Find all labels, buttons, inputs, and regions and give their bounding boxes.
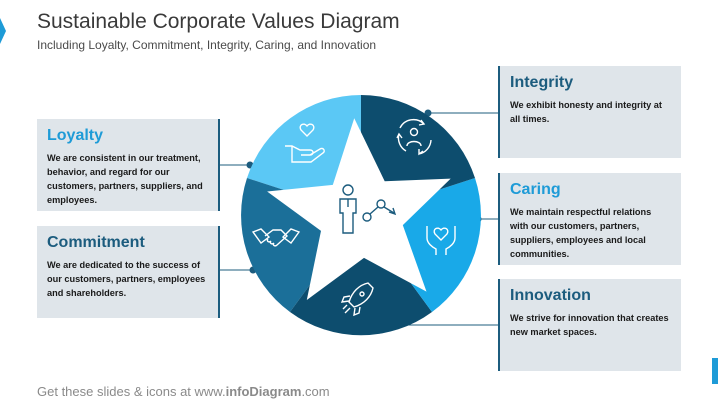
page-subtitle: Including Loyalty, Commitment, Integrity…: [37, 38, 377, 52]
slide-accent-tab: [0, 18, 6, 44]
value-title-innovation: Innovation: [510, 287, 591, 304]
value-title-integrity: Integrity: [510, 74, 574, 91]
heart-in-hands-icon: [426, 226, 456, 255]
value-card-loyalty: Loyalty We are consistent in our treatme…: [37, 119, 220, 211]
value-title-caring: Caring: [510, 181, 561, 198]
footer-credit: Get these slides & icons at www.infoDiag…: [37, 384, 330, 399]
value-text-integrity: We exhibit honesty and integrity at all …: [510, 100, 662, 124]
value-card-innovation: Innovation We strive for innovation that…: [498, 279, 681, 371]
handshake-icon: [251, 228, 301, 247]
heart-in-hand-icon: [285, 123, 325, 163]
value-text-innovation: We strive for innovation that creates ne…: [510, 313, 669, 337]
value-title-commitment: Commitment: [47, 234, 145, 251]
person-cycle-icon: [396, 118, 432, 156]
value-card-integrity: Integrity We exhibit honesty and integri…: [498, 66, 681, 158]
rocket-icon: [340, 282, 374, 317]
footer-brand: infoDiagram: [225, 384, 302, 399]
center-star: [267, 118, 451, 300]
value-card-commitment: Commitment We are dedicated to the succe…: [37, 226, 220, 318]
value-text-commitment: We are dedicated to the success of our c…: [47, 260, 206, 298]
person-growth-icon: [339, 184, 397, 234]
footer-prefix: Get these slides & icons at www.: [37, 384, 226, 399]
value-card-caring: Caring We maintain respectful relations …: [498, 173, 681, 265]
value-text-caring: We maintain respectful relations with ou…: [510, 207, 652, 259]
sector-innovation: [290, 215, 432, 336]
value-text-loyalty: We are consistent in our treatment, beha…: [47, 153, 203, 205]
value-title-loyalty: Loyalty: [47, 127, 104, 144]
slide-accent-bar: [712, 358, 718, 384]
footer-suffix: .com: [301, 384, 330, 399]
page-title: Sustainable Corporate Values Diagram: [37, 10, 400, 33]
